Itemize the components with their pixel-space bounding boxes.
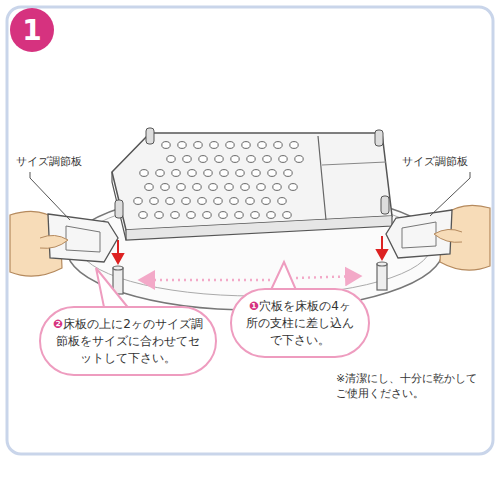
frame — [7, 7, 493, 454]
step-number: 1 — [10, 8, 54, 52]
step-number: 1 — [22, 14, 41, 47]
left-hand — [10, 211, 118, 276]
part-label: サイズ調節板 — [400, 155, 470, 170]
dotted-leader — [140, 276, 360, 280]
perforated-tray — [112, 128, 392, 240]
callout-bubble: ❶穴板を床板の4ヶ所の支柱に差し込んで下さい。 — [230, 288, 370, 358]
note-text: ※清潔にし、十分に乾かしてご使用ください。 — [334, 372, 488, 402]
callout-text: 穴板を床板の4ヶ所の支柱に差し込んで下さい。 — [246, 299, 354, 347]
insert-arrow — [113, 236, 387, 263]
leader-line — [30, 172, 470, 220]
part-label: サイズ調節板 — [14, 155, 84, 170]
callout-bubble: ❷床板の上に2ヶのサイズ調節板をサイズに合わせてセットして下さい。 — [39, 306, 217, 376]
callout-text: 床板の上に2ヶのサイズ調節板をサイズに合わせてセットして下さい。 — [56, 317, 203, 365]
callout-number: ❷ — [53, 317, 63, 331]
callout-number: ❶ — [249, 299, 259, 313]
right-hand — [386, 205, 490, 270]
